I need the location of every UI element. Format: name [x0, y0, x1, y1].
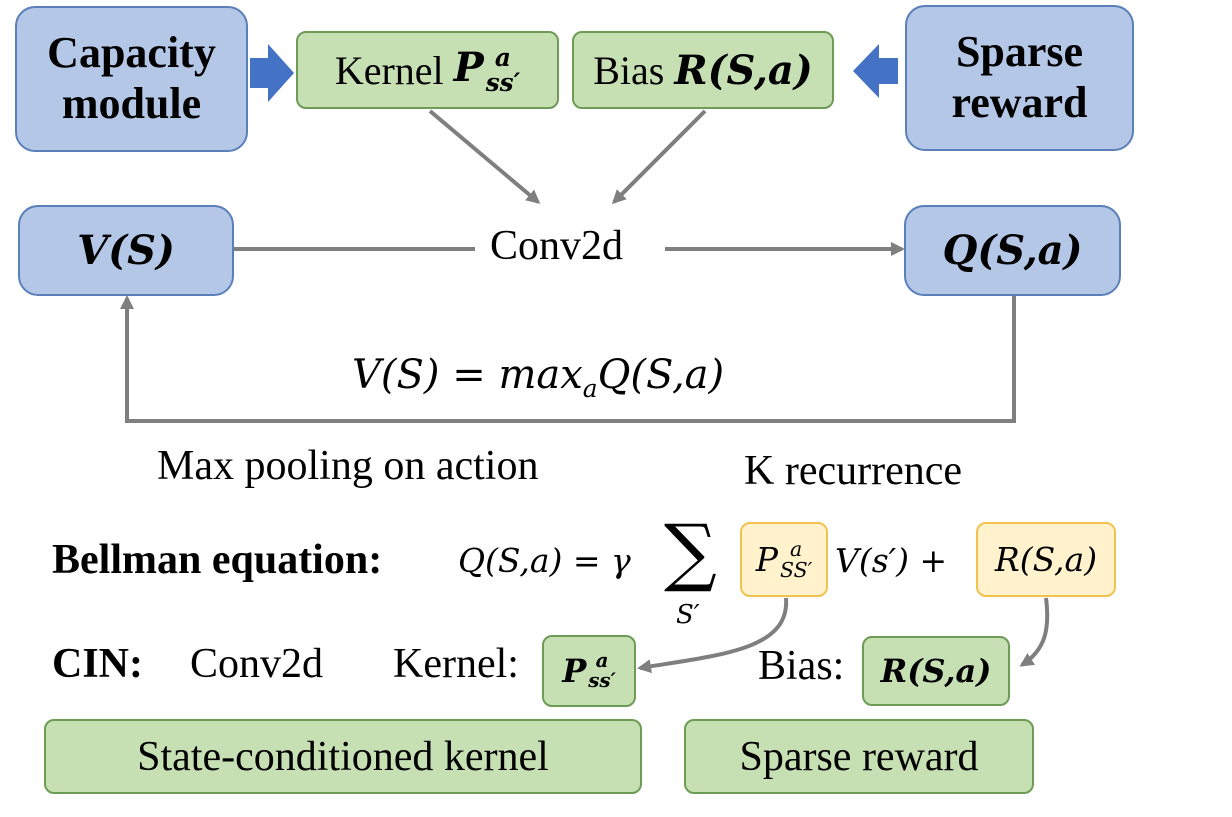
bias-to-conv-arrow [611, 109, 707, 205]
block-arrow-right [250, 44, 294, 102]
q-sa-label: Q(S,a) [942, 227, 1083, 274]
state-kernel-box: State-conditioned kernel [44, 719, 642, 794]
maxpool-loop-arrow [120, 295, 1016, 423]
sum-subscript: S′ [676, 600, 700, 630]
state-kernel-label: State-conditioned kernel [137, 733, 549, 780]
cin-label: CIN: [52, 641, 143, 687]
bellman-r-box: R(S,a) [976, 522, 1116, 597]
bias-label: Bias [593, 47, 665, 93]
capacity-module-box: Capacity module [15, 6, 248, 152]
v-s-label: V(S) [77, 227, 175, 274]
bellman-v-term: V(s′) + [835, 541, 948, 580]
cin-kernel-label: Kernel: [393, 641, 519, 687]
sparse-reward-bottom-label: Sparse reward [739, 733, 979, 780]
sparse-reward-line2: reward [951, 78, 1088, 127]
bias-box: Bias R(S,a) [572, 31, 834, 109]
block-arrow-left [853, 44, 898, 98]
max-pooling-label: Max pooling on action [157, 443, 539, 489]
p-to-kernel-arrow [637, 597, 789, 674]
k-recurrence-label: K recurrence [744, 448, 962, 494]
v-s-box: V(S) [18, 205, 234, 296]
sparse-reward-bottom-box: Sparse reward [684, 719, 1034, 794]
kernel-label: Kernel [334, 47, 444, 93]
q-sa-box: Q(S,a) [904, 205, 1121, 296]
cin-conv2d-label: Conv2d [190, 641, 324, 687]
capacity-module-line1: Capacity [47, 28, 216, 78]
kernel-to-conv-arrow [428, 109, 541, 204]
capacity-module-line2: module [61, 79, 202, 128]
bellman-label: Bellman equation: [52, 537, 383, 583]
conv2d-label: Conv2d [490, 223, 624, 269]
cin-bias-label: Bias: [758, 643, 845, 689]
cin-bias-box: R(S,a) [862, 636, 1010, 706]
sparse-reward-box: Sparse reward [905, 5, 1134, 151]
sparse-reward-line1: Sparse [955, 27, 1084, 77]
r-to-bias-arrow [1019, 597, 1050, 667]
sum-symbol: ∑ [664, 509, 717, 595]
max-equation: V(S) = maxaQ(S,a) [352, 352, 725, 403]
bellman-lhs: Q(S,a) = γ [458, 541, 631, 580]
bias-symbol: R(S,a) [674, 46, 813, 94]
